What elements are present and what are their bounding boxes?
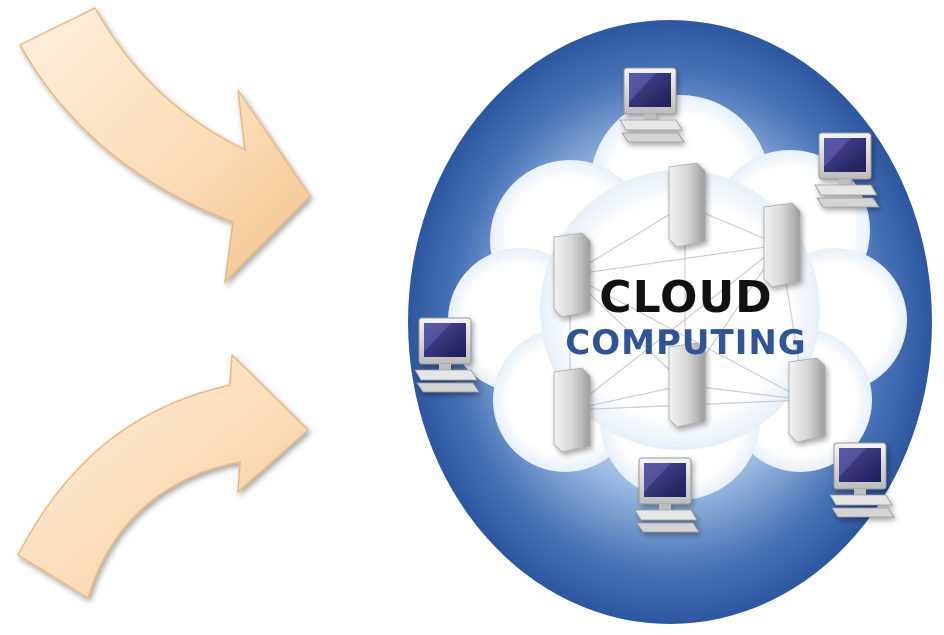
server-icon: [553, 367, 591, 453]
arrow-top: [18, 7, 311, 285]
desktop-computer-icon: [619, 67, 685, 143]
desktop-computer-icon: [829, 442, 895, 518]
server-icon: [553, 232, 591, 318]
servers: [553, 162, 826, 453]
curved-arrow-icon: [17, 353, 310, 600]
desktop-computer-icon: [414, 317, 480, 393]
title-computing: COMPUTING: [565, 323, 806, 363]
server-icon: [763, 202, 801, 288]
desktop-computer-icon: [814, 132, 880, 208]
computers: [414, 67, 895, 533]
arrow-bottom: [17, 353, 310, 600]
server-icon: [668, 342, 706, 428]
title-cloud: CLOUD: [599, 272, 772, 323]
server-icon: [668, 162, 706, 248]
desktop-computer-icon: [634, 457, 700, 533]
curved-arrow-icon: [18, 7, 311, 285]
server-icon: [788, 357, 826, 443]
